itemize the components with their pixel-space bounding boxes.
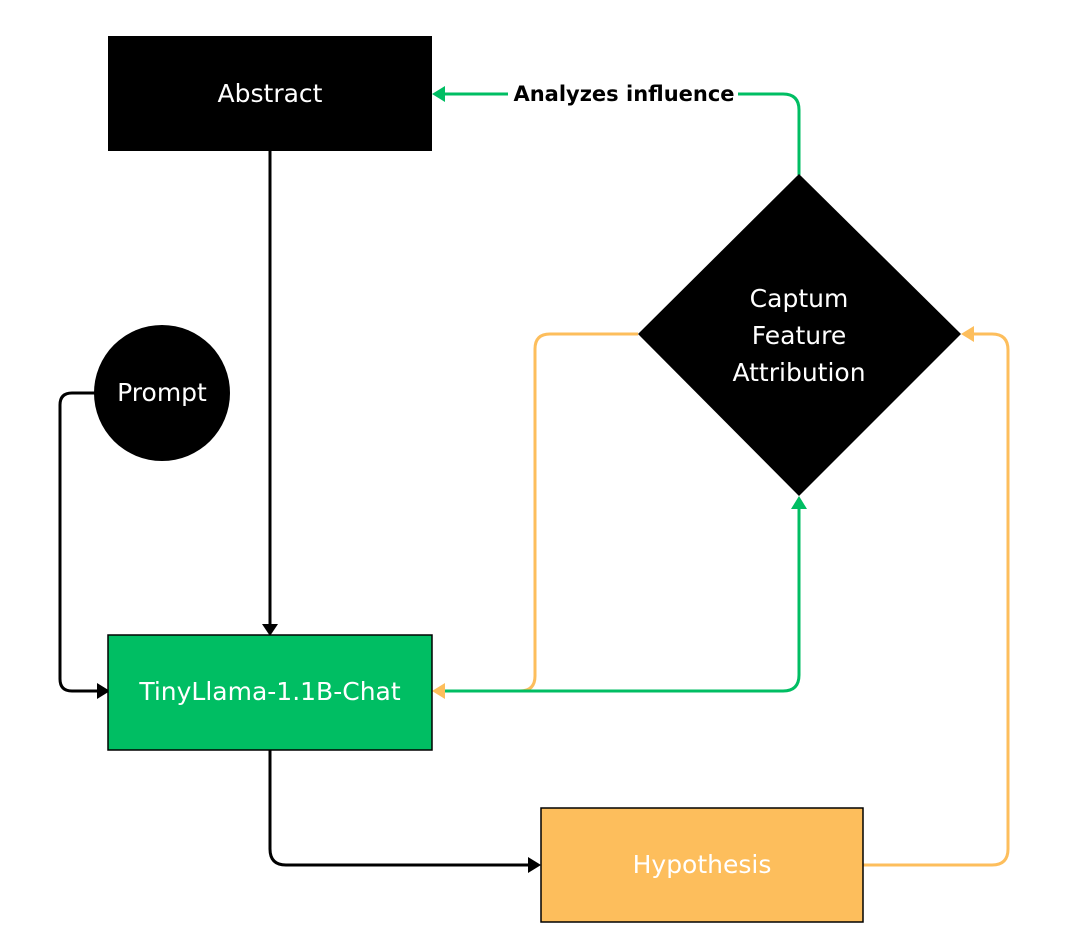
- arrowhead-icon: [791, 496, 807, 509]
- node-abstract-label: Abstract: [218, 79, 323, 108]
- node-captum: Captum Feature Attribution: [638, 174, 961, 496]
- node-captum-label-line-3: Attribution: [732, 358, 865, 387]
- edge-abstract-to-model: [262, 151, 278, 636]
- arrowhead-icon: [432, 683, 445, 699]
- node-prompt: Prompt: [94, 325, 230, 461]
- node-abstract: Abstract: [108, 36, 432, 151]
- node-model: TinyLlama-1.1B-Chat: [107, 634, 433, 751]
- node-hypothesis: Hypothesis: [540, 807, 864, 923]
- arrowhead-icon: [262, 624, 278, 636]
- edge-model-to-captum: [445, 496, 807, 693]
- edge-model-to-hypothesis: [268, 750, 541, 873]
- node-model-label: TinyLlama-1.1B-Chat: [138, 677, 401, 706]
- arrowhead-icon: [432, 86, 445, 102]
- node-prompt-label: Prompt: [117, 378, 207, 407]
- node-captum-label-line-2: Feature: [752, 321, 846, 350]
- arrowhead-icon: [961, 326, 974, 342]
- edge-hypothesis-to-captum: [863, 326, 1010, 867]
- edge-captum-to-model: [432, 332, 638, 699]
- arrowhead-icon: [97, 683, 110, 699]
- edge-analyzes-influence: Analyzes influence: [432, 82, 801, 175]
- node-hypothesis-label: Hypothesis: [633, 850, 772, 879]
- node-captum-label-line-1: Captum: [750, 284, 849, 313]
- edge-prompt-to-model: [58, 391, 110, 699]
- arrowhead-icon: [528, 857, 541, 873]
- edge-label-analyzes-influence: Analyzes influence: [513, 82, 734, 106]
